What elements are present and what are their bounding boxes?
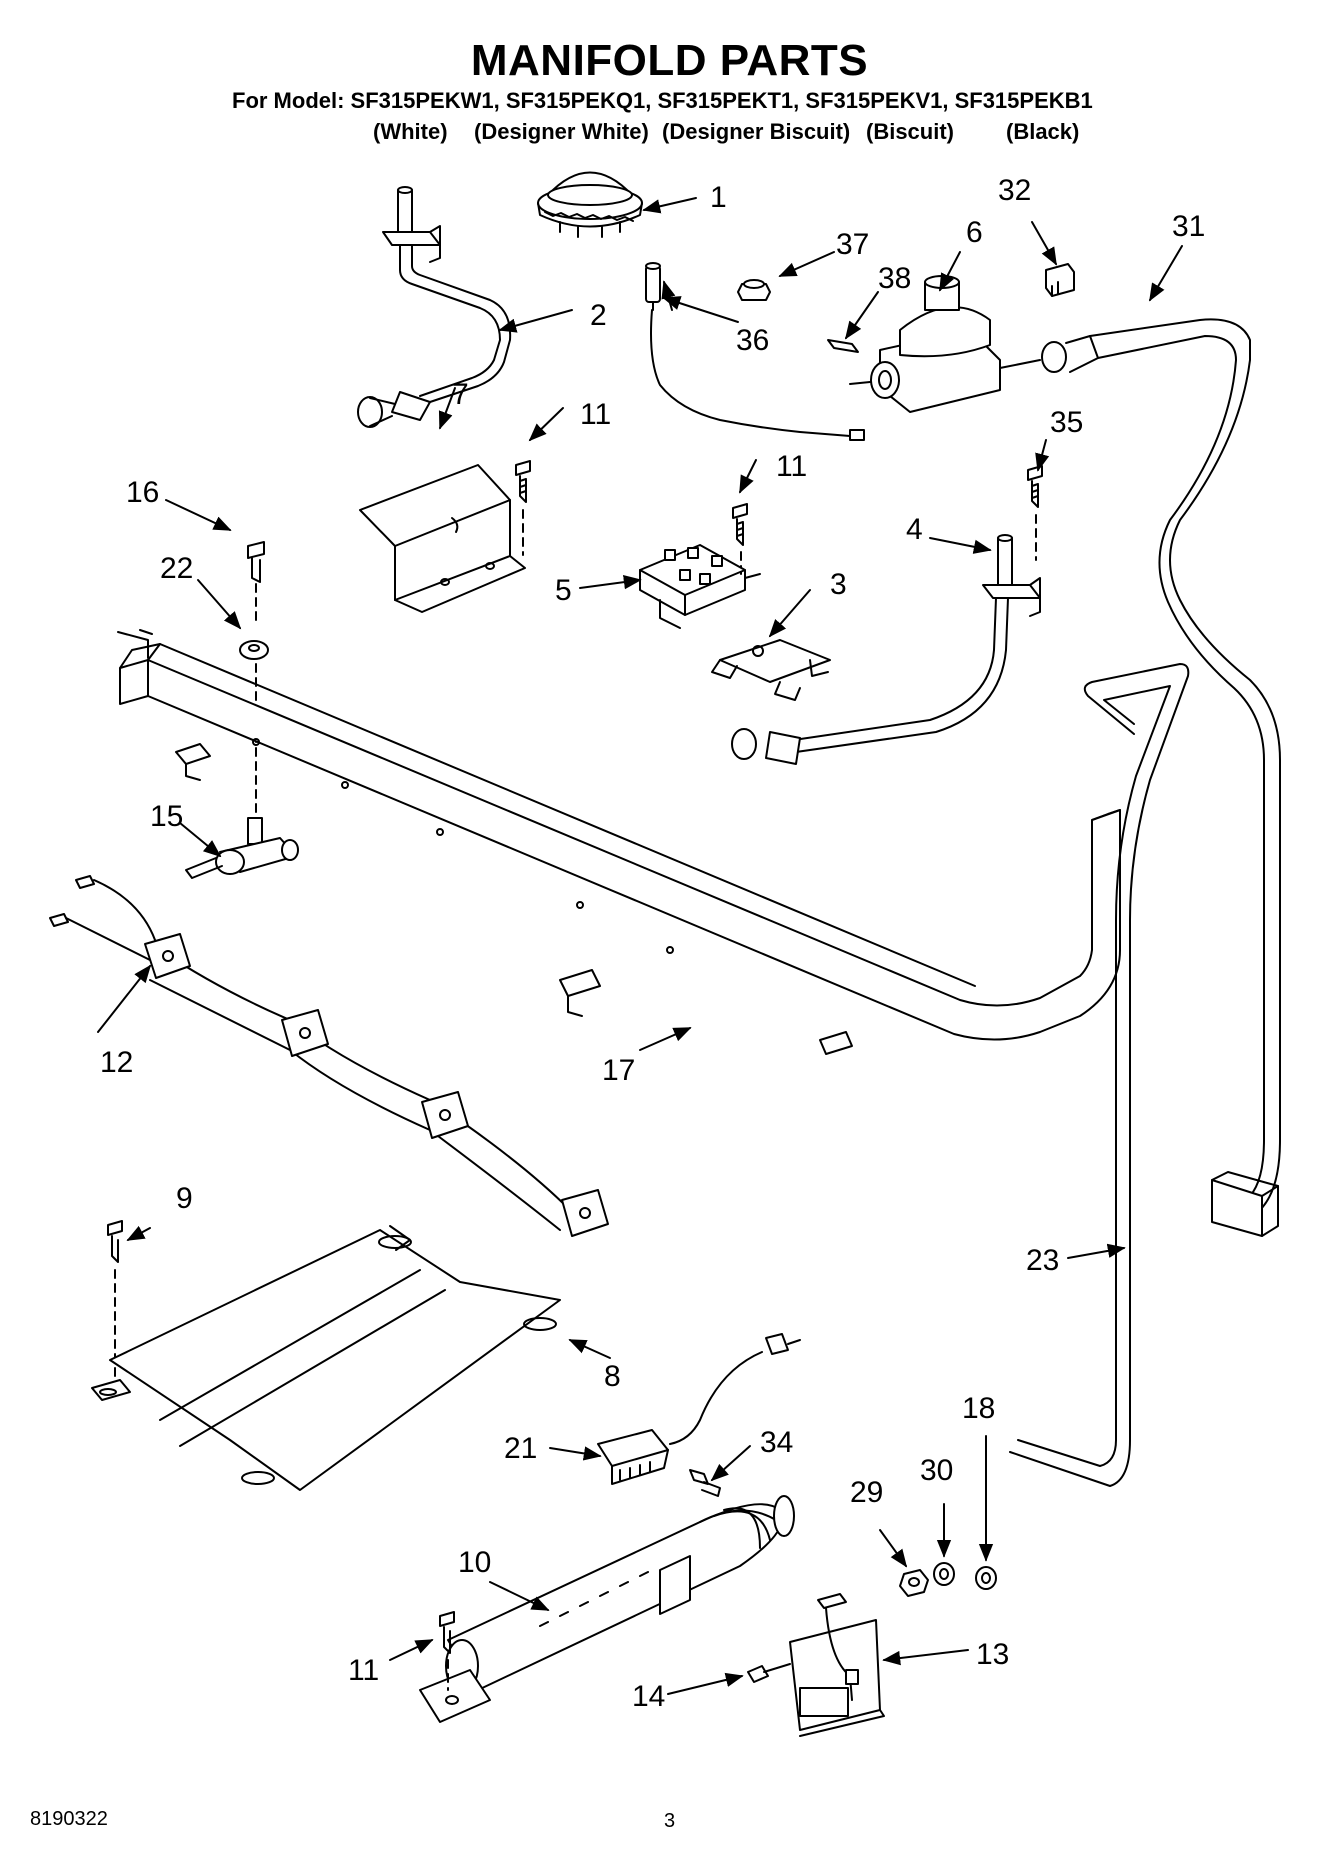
model-list: For Model: SF315PEKW1, SF315PEKQ1, SF315… (232, 88, 1093, 113)
callout-17: 17 (602, 1054, 635, 1087)
callout-31: 31 (1172, 210, 1205, 243)
callout-numbers: 1 2 3 4 5 6 7 8 9 10 11 11 11 12 13 14 1… (100, 174, 1205, 1713)
part-8-heat-shield (91, 1225, 561, 1491)
part-38-clip (827, 339, 859, 353)
callout-21: 21 (504, 1432, 537, 1465)
part-15-valve (185, 817, 299, 879)
callout-10: 10 (458, 1546, 491, 1579)
callout-8: 8 (604, 1360, 621, 1393)
part-34-screw (689, 1469, 721, 1497)
part-2-burner-tube (357, 186, 512, 428)
part-6-regulator (849, 275, 1041, 413)
page-title: MANIFOLD PARTS (470, 36, 869, 85)
callout-38: 38 (878, 262, 911, 295)
part-11-screw-top (515, 460, 531, 556)
part-12-wire-harness (49, 875, 609, 1237)
callout-14: 14 (632, 1680, 665, 1713)
part-21-igniter (597, 1333, 801, 1485)
part-35-screw (1027, 465, 1043, 561)
page-number: 3 (664, 1810, 676, 1832)
part-1-burner-cap (537, 171, 643, 238)
color-black: (Black) (1006, 119, 1080, 144)
callout-29: 29 (850, 1476, 883, 1509)
part-32-fitting (1045, 263, 1075, 297)
callout-18: 18 (962, 1392, 995, 1425)
callout-11-top: 11 (580, 398, 611, 431)
color-variants: (White) (Designer White) (Designer Biscu… (0, 119, 1339, 147)
color-designer-biscuit: (Designer Biscuit) (662, 119, 851, 144)
callout-9: 9 (176, 1182, 193, 1215)
part-36-igniter (645, 262, 865, 441)
part-7-shield (359, 464, 526, 613)
color-biscuit: (Biscuit) (866, 119, 954, 144)
callout-23: 23 (1026, 1244, 1059, 1277)
part-23-tube (1009, 663, 1190, 1487)
callout-15: 15 (150, 800, 183, 833)
callout-22: 22 (160, 552, 193, 585)
part-4-burner-tube (731, 534, 1041, 765)
part-16-screw (247, 541, 265, 626)
part-30-fitting (933, 1562, 955, 1586)
part-18-fitting (975, 1566, 997, 1590)
document-number: 8190322 (30, 1808, 108, 1830)
part-31-supply-tube (1041, 318, 1281, 1237)
callout-3: 3 (830, 568, 847, 601)
callout-11-bottom: 11 (348, 1654, 379, 1687)
part-17-manifold (117, 629, 1121, 1055)
color-designer-white: (Designer White) (474, 119, 649, 144)
part-37-nut (737, 279, 771, 301)
part-29-nut (899, 1569, 929, 1597)
callout-13: 13 (976, 1638, 1009, 1671)
callout-2: 2 (590, 299, 607, 332)
callout-6: 6 (966, 216, 983, 249)
callout-34: 34 (760, 1426, 793, 1459)
callout-36: 36 (736, 324, 769, 357)
callout-16: 16 (126, 476, 159, 509)
callout-12: 12 (100, 1046, 133, 1079)
part-11-screw-middle (732, 503, 748, 581)
callout-4: 4 (906, 513, 923, 546)
callout-11-middle: 11 (776, 450, 807, 483)
part-13-bracket (789, 1593, 885, 1737)
callout-35: 35 (1050, 406, 1083, 439)
color-white: (White) (373, 119, 448, 144)
callout-5: 5 (555, 574, 572, 607)
callout-7: 7 (452, 378, 469, 411)
callout-32: 32 (998, 174, 1031, 207)
callout-37: 37 (836, 228, 869, 261)
callout-30: 30 (920, 1454, 953, 1487)
part-11-screw-bottom (439, 1611, 455, 1691)
part-3-bracket (711, 639, 831, 701)
part-14-screw (747, 1663, 791, 1683)
leader-lines (97, 197, 1183, 1695)
part-10-oven-burner (419, 1495, 795, 1723)
callout-1: 1 (710, 181, 727, 214)
